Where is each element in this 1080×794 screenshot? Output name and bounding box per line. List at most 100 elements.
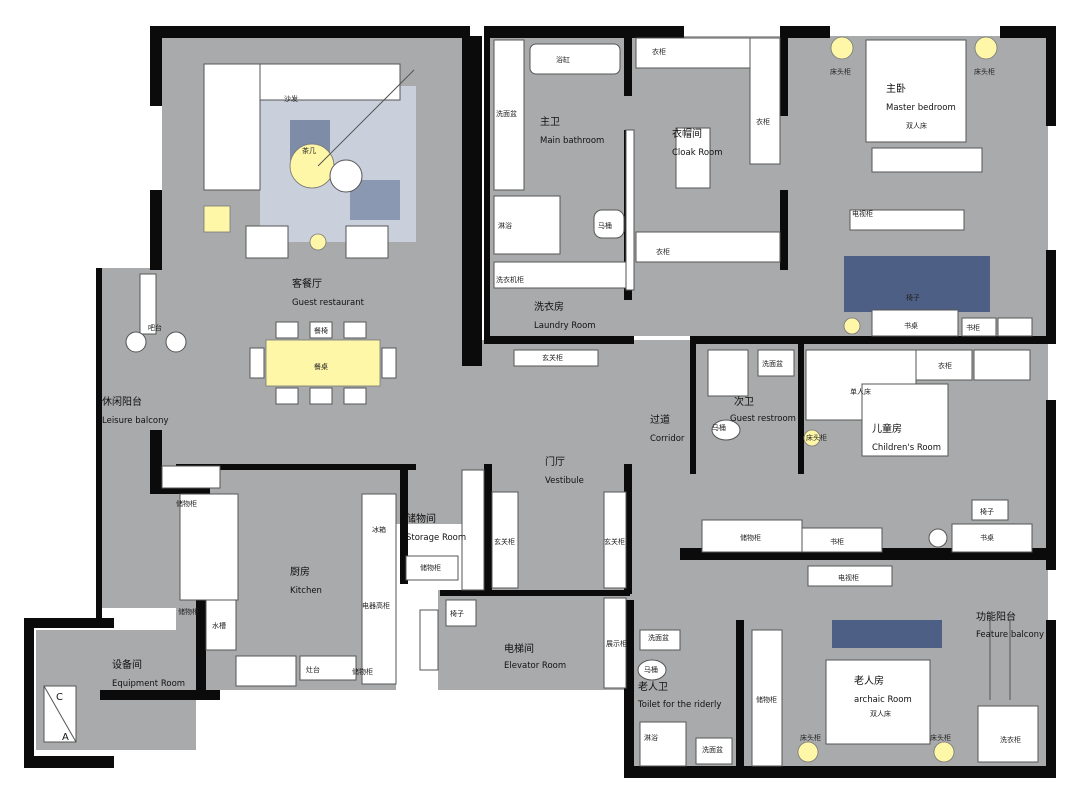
fixture-label: 储物柜 (352, 667, 373, 676)
dining-furniture (125, 273, 397, 405)
fixture-label: 床头柜 (800, 733, 821, 742)
room-name-en: Corridor (650, 434, 685, 444)
room-labels: 客餐厅 Guest restaurant 主卫 Main bathroom 衣帽… (102, 82, 1044, 710)
room-name-zh: 衣帽间 (672, 127, 702, 140)
room-name-en: Cloak Room (672, 148, 723, 158)
room-name-en: Toilet for the riderly (637, 700, 721, 710)
fixture-label: 淋浴 (644, 733, 658, 742)
room-name-zh: 主卫 (540, 116, 560, 128)
equipment-letters: C A (56, 692, 69, 743)
fixture-label: 书桌 (904, 321, 918, 330)
master-furniture (830, 36, 1033, 337)
equipment-letter: A (62, 732, 69, 743)
fixture-label: 储物柜 (756, 695, 777, 704)
fixture-label: 电视柜 (838, 573, 859, 582)
sofa-side (203, 63, 261, 191)
fixture-label: 椅子 (906, 293, 920, 302)
fixture-label: 衣柜 (938, 361, 952, 370)
room-name-zh: 门厅 (545, 455, 565, 468)
room-name-zh: 洗衣房 (534, 300, 564, 313)
room-name-en: Leisure balcony (102, 416, 169, 426)
fixture-labels: 沙发 茶几 餐桌 餐椅 浴缸 洗面盆 淋浴 马桶 洗衣机柜 衣柜 衣柜 衣柜 床… (148, 47, 1021, 754)
room-name-en: Elevator Room (504, 661, 566, 671)
room-name-zh: 厨房 (290, 565, 310, 578)
fixture-label: 储物柜 (420, 563, 441, 572)
fixture-label: 玄关柜 (604, 537, 625, 546)
room-name-en: archaic Room (854, 695, 912, 705)
room-name-en: Guest restroom (730, 414, 796, 424)
fixture-label: 洗面盆 (702, 745, 723, 754)
room-name-zh: 老人房 (854, 674, 884, 687)
fixture-label: 马桶 (598, 221, 612, 230)
room-name-en: Master bedroom (886, 103, 956, 113)
room-name-en: Feature balcony (976, 630, 1044, 640)
walls (24, 26, 1056, 778)
fixture-label: 餐桌 (314, 362, 328, 371)
fixture-label: 淋浴 (498, 221, 512, 230)
room-name-en: Main bathroom (540, 136, 604, 146)
fixture-label: 沙发 (284, 94, 298, 103)
room-name-en: Children's Room (872, 443, 941, 453)
fixture-label: 书柜 (966, 323, 980, 332)
room-name-zh: 老人卫 (638, 680, 668, 693)
fixture-label: 书柜 (830, 537, 844, 546)
equipment-letter: C (56, 692, 63, 703)
fixture-label: 单人床 (850, 387, 871, 396)
fixture-label: 洗面盆 (648, 633, 669, 642)
fixture-label: 吧台 (148, 323, 162, 332)
fixture-label: 椅子 (980, 507, 994, 516)
fixture-label: 马桶 (712, 423, 726, 432)
fixture-label: 洗面盆 (762, 359, 783, 368)
living-furniture (203, 63, 416, 259)
room-name-en: Kitchen (290, 586, 322, 596)
fixture-label: 洗面盆 (496, 109, 517, 118)
room-name-zh: 功能阳台 (976, 610, 1016, 623)
fixture-label: 茶几 (302, 146, 316, 155)
fixture-label: 衣柜 (756, 117, 770, 126)
entry-kitchen-furniture (161, 465, 627, 689)
fixture-label: 床头柜 (806, 433, 827, 442)
room-name-en: Storage Room (406, 533, 466, 543)
fixture-label: 储物柜 (740, 533, 761, 542)
fixture-label: 玄关柜 (542, 353, 563, 362)
fixture-label: 洗衣机柜 (496, 275, 524, 284)
fixture-label: 储物柜 (176, 499, 197, 508)
fixture-label: 玄关柜 (494, 537, 515, 546)
room-name-en: Equipment Room (112, 679, 185, 689)
room-name-zh: 过道 (650, 413, 670, 426)
fixture-label: 冰箱 (372, 525, 386, 534)
fixture-label: 灶台 (306, 665, 320, 674)
elderly-furniture (637, 565, 1039, 767)
fixture-label: 双人床 (870, 709, 891, 718)
room-name-zh: 主卧 (886, 82, 906, 95)
equipment-furniture (43, 685, 77, 743)
fixture-label: 洗衣柜 (1000, 735, 1021, 744)
fixture-label: 床头柜 (974, 67, 995, 76)
room-name-zh: 休闲阳台 (102, 395, 142, 408)
master-bed (865, 39, 967, 143)
fixture-label: 餐椅 (314, 326, 328, 335)
fixture-label: 衣柜 (656, 247, 670, 256)
fixture-label: 浴缸 (556, 55, 570, 64)
fixture-label: 床头柜 (830, 67, 851, 76)
fixture-label: 马桶 (644, 665, 658, 674)
room-name-en: Vestibule (545, 476, 584, 486)
fixture-label: 水槽 (212, 621, 226, 630)
fixture-label: 储物柜 (178, 607, 199, 616)
room-name-en: Laundry Room (534, 321, 596, 331)
room-name-en: Guest restaurant (292, 298, 365, 308)
fixture-label: 衣柜 (652, 47, 666, 56)
laundry-children-furniture (513, 349, 1033, 553)
elderly-bed (825, 659, 931, 745)
room-name-zh: 电梯间 (504, 642, 534, 655)
room-name-zh: 儿童房 (872, 422, 902, 435)
dining-table (265, 339, 381, 387)
fixture-label: 床头柜 (930, 733, 951, 742)
room-name-zh: 设备间 (112, 658, 142, 671)
room-name-zh: 储物间 (406, 512, 436, 525)
fixture-label: 双人床 (906, 121, 927, 130)
bath-cloak-furniture (493, 37, 781, 291)
fixture-label: 电视柜 (852, 209, 873, 218)
bathtub (529, 43, 621, 75)
